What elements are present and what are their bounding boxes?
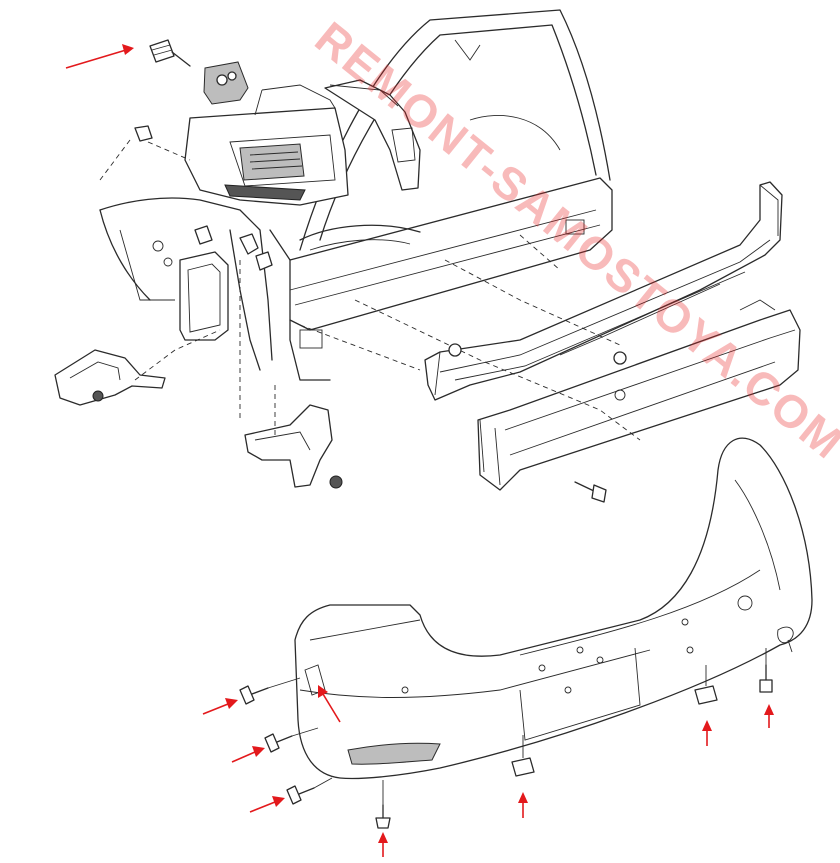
beam-bolt: [574, 481, 607, 503]
impact-absorber: [424, 181, 783, 401]
push-clip: [694, 665, 718, 705]
bottom-screw: [375, 780, 391, 829]
rear-bumper-cover: [294, 437, 813, 780]
push-clip: [511, 735, 535, 777]
arrow-push-clip-1: [518, 792, 528, 818]
arrow-screw-1: [202, 698, 238, 715]
side-screw: [759, 648, 773, 693]
cap-clip: [777, 626, 794, 653]
reinforcement-beam: [477, 299, 801, 491]
arrow-side-clip: [318, 685, 341, 723]
arrow-side-screw: [764, 704, 774, 728]
arrow-top-screw: [65, 44, 134, 69]
tail-light: [184, 84, 349, 206]
bracket-clip: [194, 225, 273, 271]
car-rear-body: [99, 9, 613, 381]
arrow-bottom-screw: [378, 832, 388, 857]
side-trim-panel: [324, 79, 421, 191]
left-bumper-bracket: [54, 349, 166, 406]
tail-light-screw: [149, 39, 191, 67]
center-bracket: [244, 404, 343, 489]
nut: [134, 125, 153, 142]
arrow-screw-2: [231, 746, 265, 763]
arrow-push-clip-2: [702, 720, 712, 746]
bumper-screw: [286, 777, 333, 805]
arrow-screw-3: [249, 796, 285, 813]
nut: [448, 343, 627, 365]
bumper-screw: [264, 727, 319, 753]
bumper-screw: [239, 677, 301, 705]
tail-light-gasket: [203, 61, 249, 105]
